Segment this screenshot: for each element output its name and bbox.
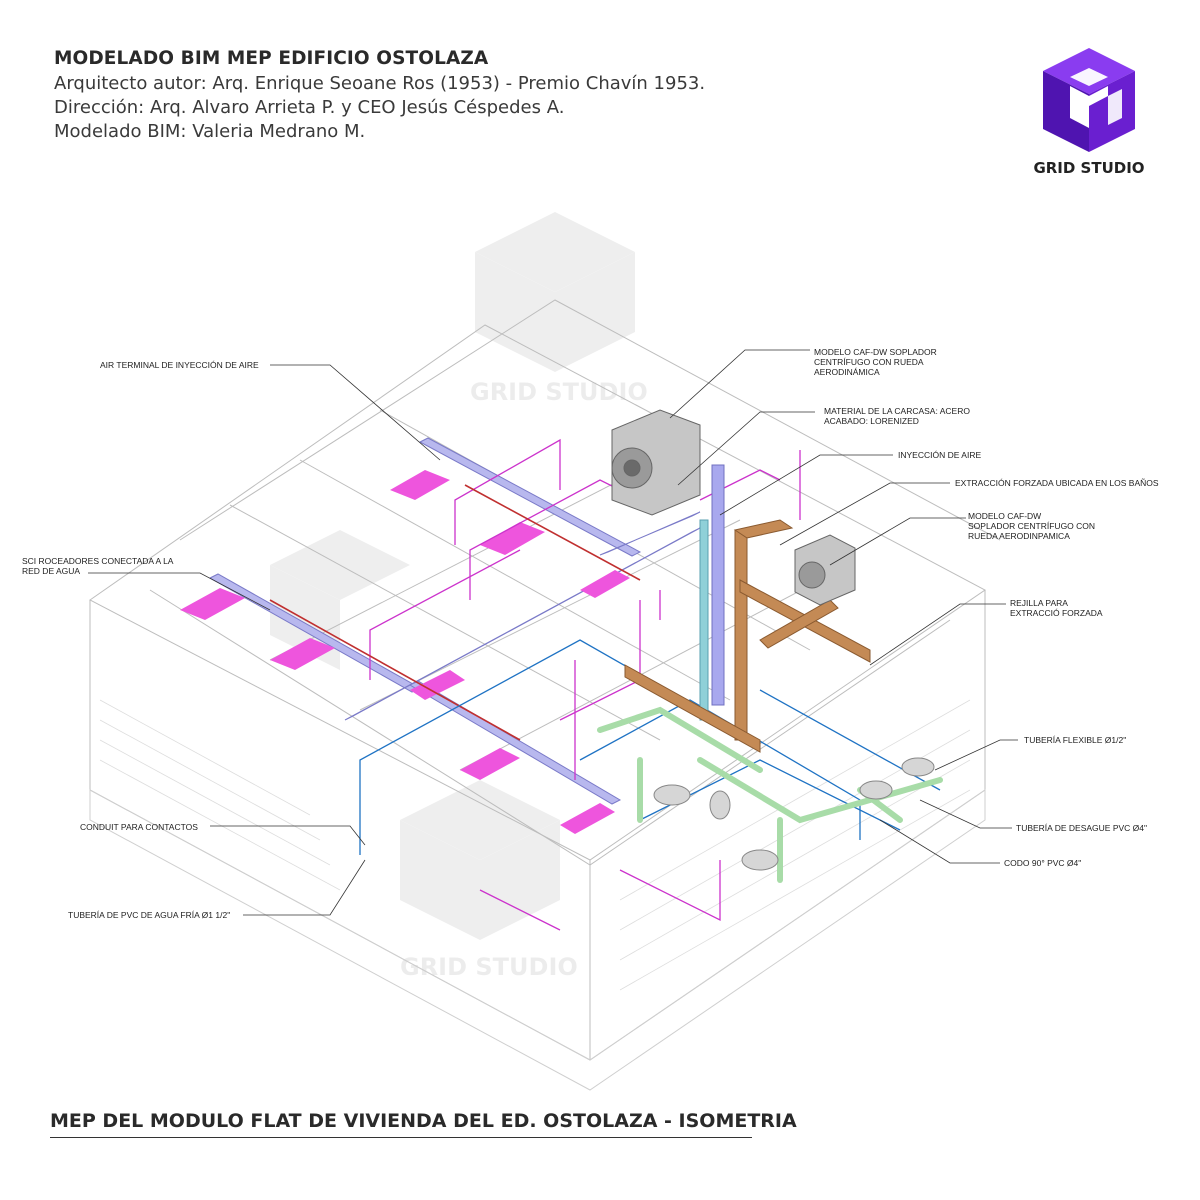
callout-drain-pipe: TUBERÍA DE DESAGUE PVC Ø4" — [1016, 823, 1148, 833]
callout-blower-model-2: MODELO CAF-DW SOPLADOR CENTRÍFUGO CON RU… — [968, 511, 1096, 541]
red-pipe — [269, 599, 521, 741]
callout-flex-pipe: TUBERÍA FLEXIBLE Ø1/2" — [1024, 735, 1127, 745]
callout-conduit: CONDUIT PARA CONTACTOS — [80, 822, 198, 832]
header: MODELADO BIM MEP EDIFICIO OSTOLAZA Arqui… — [54, 48, 705, 144]
blower-unit — [611, 409, 701, 516]
air-terminals — [180, 470, 630, 834]
watermark-text-bottom: GRID STUDIO — [400, 953, 578, 981]
watermark-text: GRID STUDIO — [470, 378, 648, 406]
footer-caption: MEP DEL MODULO FLAT DE VIVIENDA DEL ED. … — [50, 1110, 797, 1132]
red-pipe-upper — [464, 484, 641, 581]
drain-network — [597, 706, 943, 883]
cyan-shaft — [699, 519, 709, 721]
architect-line: Arquitecto autor: Arq. Enrique Seoane Ro… — [54, 73, 706, 94]
callout-injection: INYECCIÓN DE AIRE — [898, 450, 982, 460]
footer-underline — [50, 1137, 752, 1138]
leader-lines — [88, 349, 1018, 916]
fixtures — [653, 757, 935, 871]
callout-blower-model: MODELO CAF-DW SOPLADOR CENTRÍFUGO CON RU… — [814, 347, 937, 377]
callout-cold-water: TUBERÍA DE PVC DE AGUA FRÍA Ø1 1/2" — [68, 910, 231, 920]
modeler-line: Modelado BIM: Valeria Medrano M. — [54, 121, 366, 142]
callout-extraction: EXTRACCIÓN FORZADA UBICADA EN LOS BAÑOS — [955, 478, 1159, 488]
cube-logo-icon — [1043, 48, 1135, 152]
blower-unit-2 — [794, 534, 856, 606]
callout-grille: REJILLA PARA EXTRACCIÓ FORZADA — [1010, 598, 1103, 618]
page-title: MODELADO BIM MEP EDIFICIO OSTOLAZA — [54, 48, 489, 69]
callout-casing: MATERIAL DE LA CARCASA: ACERO ACABADO: L… — [824, 406, 970, 426]
extraction-duct — [624, 519, 871, 753]
callout-air-terminal: AIR TERMINAL DE INYECCIÓN DE AIRE — [100, 360, 259, 370]
brand-name: GRID STUDIO — [1033, 159, 1145, 177]
direction-line: Dirección: Arq. Alvaro Arrieta P. y CEO … — [54, 97, 565, 118]
injection-shaft — [711, 464, 725, 706]
callout-elbow: CODO 90° PVC Ø4" — [1004, 858, 1082, 868]
callout-sprinklers: SCI ROCEADORES CONECTADA A LA RED DE AGU… — [22, 556, 174, 576]
